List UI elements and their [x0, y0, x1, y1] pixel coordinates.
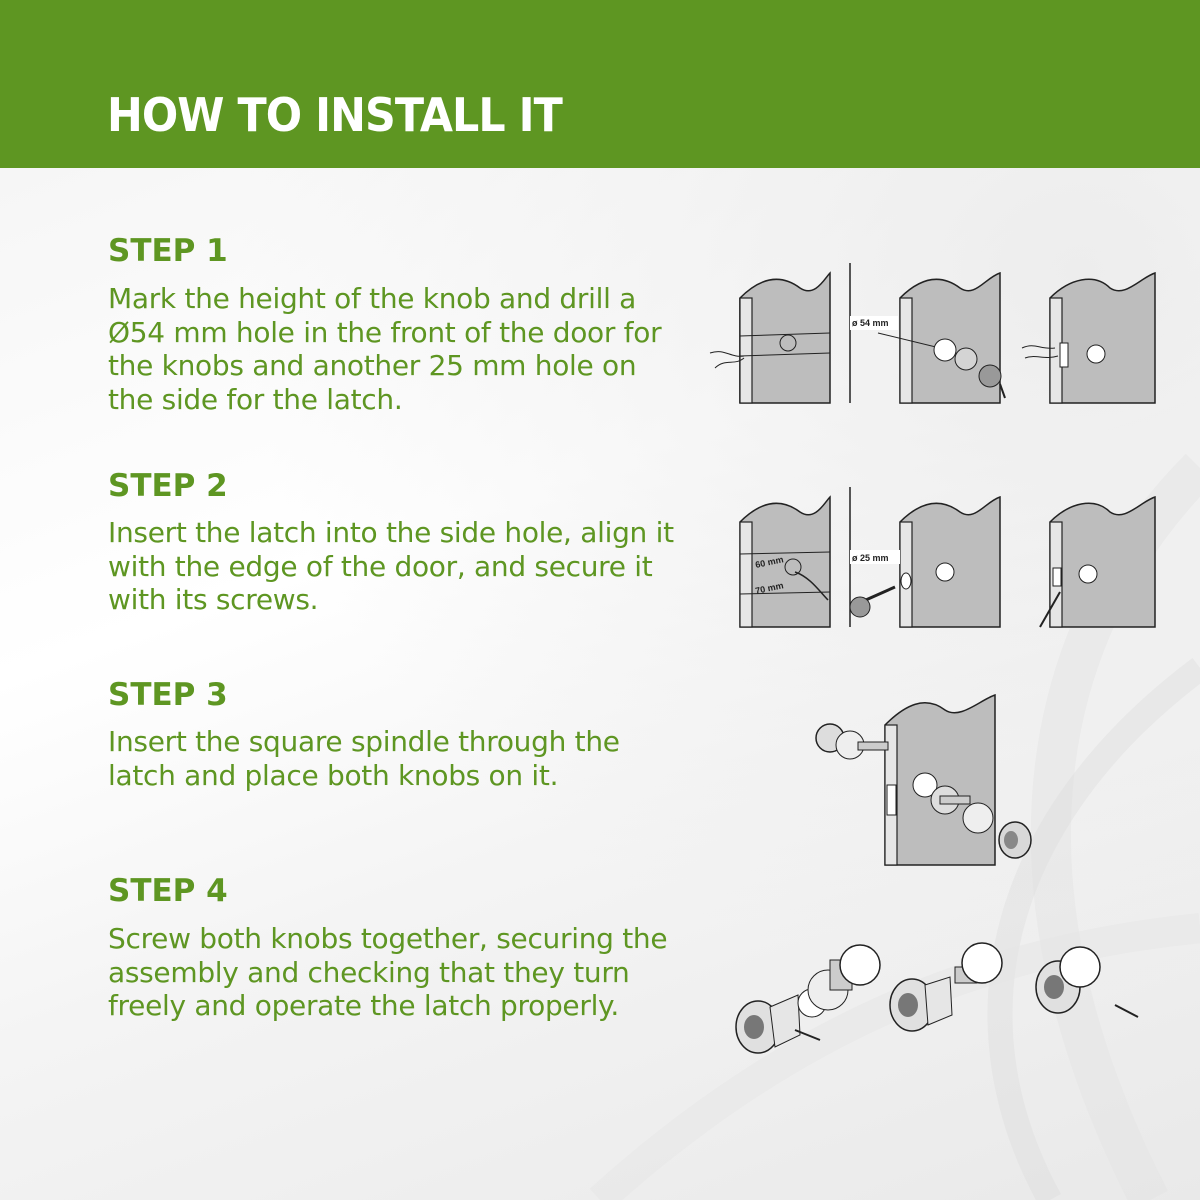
step-4-text: Screw both knobs together, securing the … — [108, 922, 668, 1022]
step-1-text: Mark the height of the knob and drill a … — [108, 282, 662, 416]
step-2-text: Insert the latch into the side hole, ali… — [108, 516, 674, 616]
step-2-label-25mm: ø 25 mm — [852, 553, 889, 563]
step-4-title: STEP 4 — [108, 873, 228, 909]
step-4-illustration — [720, 935, 1150, 1055]
step-1-label-54mm: ø 54 mm — [852, 318, 889, 328]
step-2-title: STEP 2 — [108, 468, 228, 504]
step-3-text: Insert the square spindle through the la… — [108, 725, 620, 792]
step-3-title: STEP 3 — [108, 677, 228, 713]
header-banner: HOW TO INSTALL IT — [0, 0, 1200, 168]
step-2-illustration: 60 mm 70 mm ø 25 mm — [700, 482, 1160, 632]
step-1-illustration: ø 54 mm — [700, 258, 1160, 408]
step-3-illustration — [800, 690, 1060, 870]
page-title: HOW TO INSTALL IT — [107, 88, 563, 142]
step-1-title: STEP 1 — [108, 233, 228, 269]
